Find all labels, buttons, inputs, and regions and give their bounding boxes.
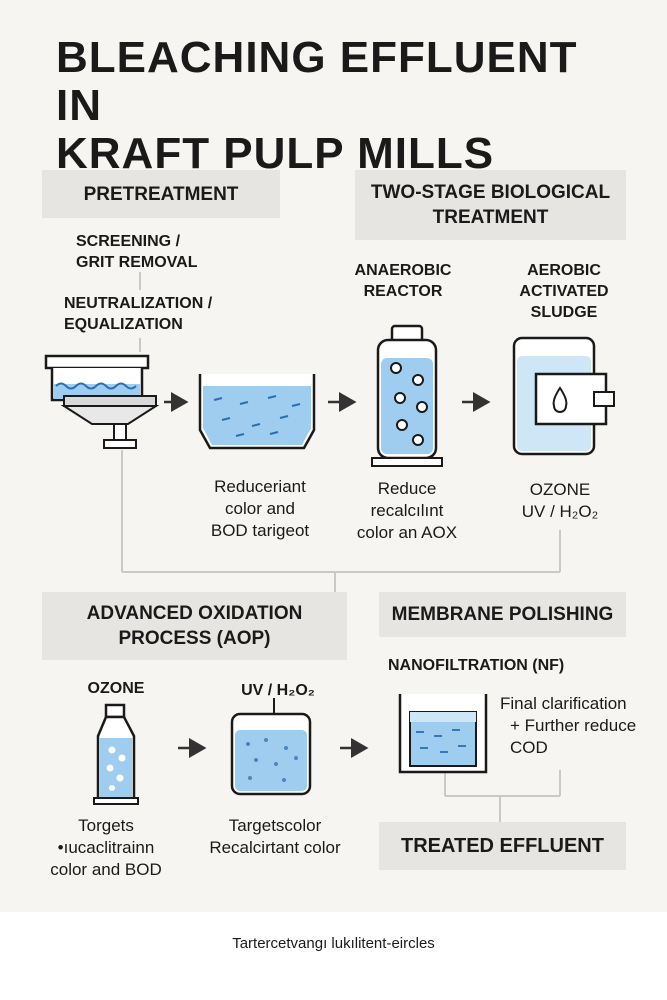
flow-arrows [164, 392, 491, 758]
ozone-note-line-1: Torgets [78, 816, 134, 835]
membrane-header-text: MEMBRANE POLISHING [391, 604, 614, 625]
reactor-note-line-1: Reduce [377, 479, 437, 498]
membrane-note-line-2: + Further reduce [510, 716, 637, 735]
reactor-note-line-3: color an AOX [356, 523, 458, 542]
uv-note: Targetscolor Recalcirtant color [190, 815, 360, 859]
neutralization-label-line-2: EQUALIZATION [64, 316, 183, 333]
basin-note-line-3: BOD tarigeot [210, 521, 310, 540]
screening-tank-icon [44, 354, 160, 449]
ozone-bottle-icon [93, 703, 139, 805]
footer-band [0, 912, 667, 1000]
membrane-note: Final clarification + Further reduce COD [500, 693, 650, 759]
aerobic-label-line-3: SLUDGE [530, 304, 598, 321]
connector-lines [121, 272, 561, 822]
ozone-note-line-2: •ıucaclitrainn [57, 838, 155, 857]
basin-note-line-2: color and [225, 499, 295, 518]
basin-note: Reduceriant color and BOD tarigeot [190, 476, 330, 542]
aop-header-line-2: PROCESS (AOP) [118, 628, 271, 649]
ozone-label: OZONE [87, 680, 145, 697]
uv-note-line-2: Recalcirtant color [209, 838, 341, 857]
pretreatment-header: PRETREATMENT [42, 170, 280, 218]
ozone-note: Torgets •ıucaclitrainn color and BOD [26, 815, 186, 881]
basin-note-line-1: Reduceriant [214, 477, 306, 496]
screening-label-line-1: SCREENING / [76, 233, 181, 250]
uv-tank-icon [230, 698, 312, 796]
sludge-note: OZONE UV / H₂O₂ [500, 479, 620, 523]
ozone-note-line-3: color and BOD [50, 860, 162, 879]
anaerobic-label-line-1: ANAEROBIC [354, 262, 452, 279]
aerobic-label: AEROBIC ACTIVATED SLUDGE [506, 260, 622, 323]
aerobic-label-line-2: ACTIVATED [519, 283, 609, 300]
aerobic-label-line-1: AEROBIC [527, 262, 601, 279]
biological-header: TWO-STAGE BIOLOGICAL TREATMENT [355, 170, 626, 240]
uv-note-line-1: Targetscolor [228, 816, 322, 835]
reactor-note-line-2: recalcılınt [370, 501, 444, 520]
nanofiltration-basin-icon [398, 694, 488, 774]
equalization-basin-icon [198, 374, 316, 450]
neutralization-label: NEUTRALIZATION / EQUALIZATION [64, 293, 284, 335]
screening-label: SCREENING / GRIT REMOVAL [76, 231, 276, 273]
treated-effluent-text: TREATED EFFLUENT [401, 834, 604, 857]
treated-effluent-box: TREATED EFFLUENT [379, 822, 626, 870]
nanofiltration-label: NANOFILTRATION (NF) [388, 657, 565, 674]
sludge-note-line-1: OZONE [529, 480, 591, 499]
membrane-header: MEMBRANE POLISHING [379, 592, 626, 637]
biological-header-line-1: TWO-STAGE BIOLOGICAL [370, 182, 611, 203]
neutralization-label-line-1: NEUTRALIZATION / [64, 295, 213, 312]
title-line-2: KRAFT PULP MILLS [56, 129, 495, 178]
membrane-note-line-3: COD [510, 738, 548, 757]
anaerobic-label: ANAEROBIC REACTOR [350, 260, 456, 302]
anaerobic-reactor-icon [371, 324, 443, 467]
anaerobic-label-line-2: REACTOR [363, 283, 443, 300]
pretreatment-header-text: PRETREATMENT [83, 183, 239, 205]
uv-label: UV / H₂O₂ [241, 682, 315, 699]
screening-label-line-2: GRIT REMOVAL [76, 254, 198, 271]
footer-caption: Tartercetvangı lukılitent-eircles [232, 935, 435, 952]
page-title: BLEACHING EFFLUENT IN KRAFT PULP MILLS [56, 34, 636, 178]
reactor-note: Reduce recalcılınt color an AOX [342, 478, 472, 544]
aop-header: ADVANCED OXIDATION PROCESS (AOP) [42, 592, 347, 660]
biological-header-line-2: TREATMENT [432, 207, 549, 228]
sludge-note-line-2: UV / H₂O₂ [521, 502, 599, 521]
aerobic-tank-icon [512, 336, 615, 456]
membrane-note-line-1: Final clarification [500, 694, 627, 713]
aop-header-line-1: ADVANCED OXIDATION [86, 603, 303, 624]
title-line-1: BLEACHING EFFLUENT IN [56, 33, 578, 130]
